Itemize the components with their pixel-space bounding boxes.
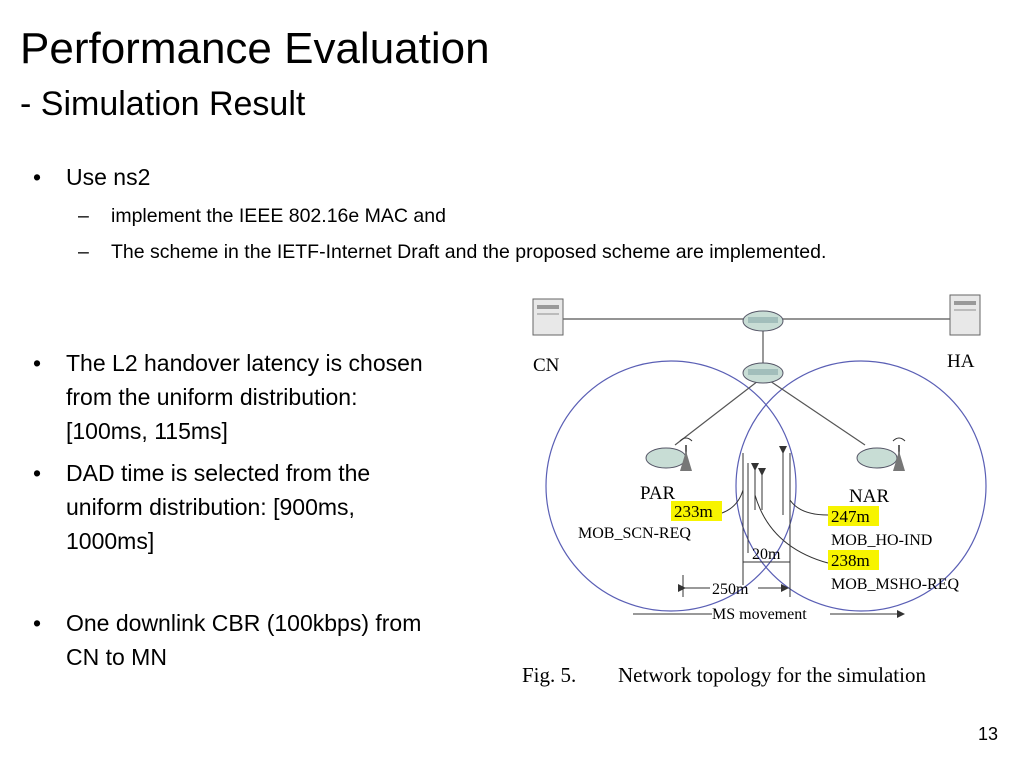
- bullet-marker: •: [33, 350, 42, 376]
- bullet-cbr: • One downlink CBR (100kbps) from CN to …: [33, 606, 456, 674]
- figure-caption-number: Fig. 5.: [522, 663, 576, 687]
- bullet-use-ns2: • Use ns2: [33, 160, 486, 194]
- mob-scn-req-label: MOB_SCN-REQ: [578, 525, 691, 542]
- highlight-247: [828, 506, 879, 526]
- slide-title: Performance Evaluation: [20, 24, 490, 73]
- ms-movement-label: MS movement: [712, 606, 807, 623]
- bullet-text: DAD time is selected from the uniform di…: [66, 460, 371, 554]
- bullet-text: Use ns2: [66, 164, 151, 190]
- ha-server-icon: [949, 294, 981, 336]
- mob-ho-ind-label: MOB_HO-IND: [831, 532, 932, 549]
- dist-247-label: 247m: [831, 507, 870, 526]
- par-router-icon: [645, 437, 693, 471]
- mob-msho-req-label: MOB_MSHO-REQ: [831, 576, 959, 593]
- bullet-marker: •: [33, 460, 42, 486]
- dist-233-label: 233m: [674, 502, 713, 521]
- par-coverage-circle: [545, 360, 797, 612]
- highlight-233: [671, 501, 722, 521]
- bullet-text: The L2 handover latency is chosen from t…: [66, 350, 423, 444]
- sub-marker: –: [78, 241, 89, 263]
- router-middle-icon: [742, 362, 784, 384]
- nar-coverage-circle: [735, 360, 987, 612]
- page-number: 13: [977, 724, 998, 744]
- cn-label: CN: [533, 355, 560, 376]
- router-top-icon: [742, 310, 784, 332]
- nar-label: NAR: [849, 486, 889, 507]
- bullet-text: One downlink CBR (100kbps) from CN to MN: [66, 610, 422, 670]
- network-topology-figure: CN HA PAR NAR 233m MOB_SCN-: [522, 294, 987, 687]
- sub-marker: –: [78, 205, 89, 227]
- nar-router-icon: [856, 437, 906, 471]
- dist-20m-label: 20m: [752, 546, 781, 563]
- dist-250m-label: 250m: [712, 581, 749, 598]
- bullet-dad-time: • DAD time is selected from the uniform …: [33, 456, 411, 558]
- nar-link: [769, 380, 866, 446]
- figure-caption-text: Network topology for the simulation: [618, 663, 926, 687]
- highlight-238: [828, 550, 879, 570]
- par-label: PAR: [640, 483, 676, 504]
- bullet-marker: •: [33, 610, 42, 636]
- subitem-scheme: – The scheme in the IETF-Internet Draft …: [78, 237, 911, 267]
- subitem-text: The scheme in the IETF-Internet Draft an…: [111, 241, 827, 263]
- leader-238: [754, 494, 829, 564]
- ha-label: HA: [947, 351, 975, 372]
- dist-238-label: 238m: [831, 551, 870, 570]
- leader-233: [721, 489, 744, 514]
- subitem-text: implement the IEEE 802.16e MAC and: [111, 205, 446, 227]
- slide-subtitle: - Simulation Result: [20, 85, 306, 123]
- leader-247: [789, 499, 829, 516]
- subitem-ieee-mac: – implement the IEEE 802.16e MAC and: [78, 201, 911, 231]
- par-link: [674, 380, 759, 446]
- bullet-marker: •: [33, 164, 42, 190]
- bullet-l2-latency: • The L2 handover latency is chosen from…: [33, 346, 431, 448]
- cn-server-icon: [532, 298, 564, 336]
